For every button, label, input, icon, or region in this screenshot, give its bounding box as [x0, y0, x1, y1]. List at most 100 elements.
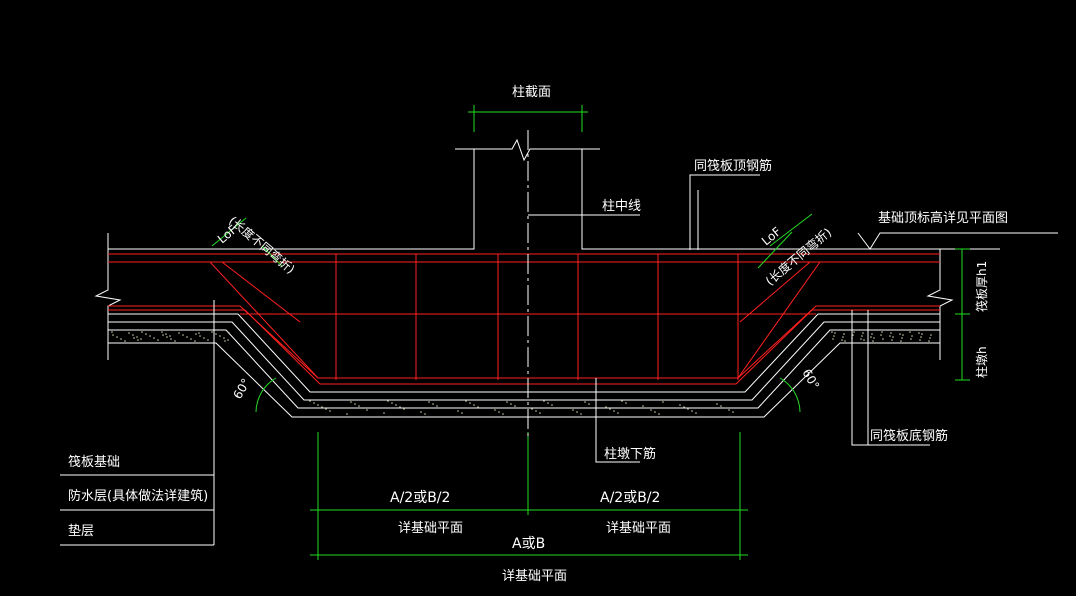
hatch-dot	[658, 413, 660, 415]
hatch-dot	[852, 334, 854, 336]
hatch-dot	[613, 410, 615, 412]
legend-cushion-layer: 垫层	[68, 523, 94, 539]
hatch-dot	[902, 334, 904, 336]
hatch-dot	[133, 337, 135, 339]
hatch-dot	[543, 400, 545, 402]
hatch-dot	[465, 400, 467, 402]
hatch-dot	[831, 331, 833, 333]
hatch-dot	[424, 413, 426, 415]
hatch-dot	[420, 411, 422, 413]
hatch-dot	[494, 409, 496, 411]
hatch-dot	[120, 338, 122, 340]
hatch-dot	[145, 333, 147, 335]
hatch-dot	[609, 408, 611, 410]
hatch-dot	[224, 340, 226, 342]
hatch-dot	[882, 338, 884, 340]
legend-waterproof-layer: 防水层(具体做法详建筑)	[68, 488, 208, 504]
hatch-dot	[724, 407, 726, 409]
hatch-dot	[477, 406, 479, 408]
hatch-dot	[588, 403, 590, 405]
hatch-dot	[190, 338, 192, 340]
hatch-dot	[531, 408, 533, 410]
hatch-dot	[580, 413, 582, 415]
hatch-dot	[683, 406, 685, 408]
hatch-dot	[215, 333, 217, 335]
dim-ref-full: 详基础平面	[502, 569, 567, 584]
hatch-dot	[695, 412, 697, 414]
hatch-dot	[194, 340, 196, 342]
hatch-dot	[403, 408, 405, 410]
hatch-dot	[716, 403, 718, 405]
hatch-dot	[899, 333, 901, 335]
hatch-dot	[911, 335, 913, 337]
dim-half-right: A/2或B/2	[600, 490, 660, 506]
hatch-dot	[132, 334, 134, 336]
hatch-dot	[871, 333, 873, 335]
hatch-dot	[834, 332, 836, 334]
hatch-dot	[732, 411, 734, 413]
hatch-dot	[919, 339, 921, 341]
hatch-dot	[621, 400, 623, 402]
hatch-dot	[195, 333, 197, 335]
hatch-dot	[309, 400, 311, 402]
dim-ref-left: 详基础平面	[398, 521, 463, 536]
hatch-dot	[720, 405, 722, 407]
hatch-dot	[317, 404, 319, 406]
hatch-dot	[842, 336, 844, 338]
dimensions	[211, 105, 970, 560]
hatch-dot	[691, 410, 693, 412]
hatch-dot	[863, 339, 865, 341]
foundation-top-elevation-label: 基础顶标高详见平面图	[878, 210, 1008, 226]
pad-hatch	[111, 331, 932, 415]
hatch-dot	[137, 339, 139, 341]
hatch-dot	[162, 334, 164, 336]
hatch-dot	[207, 339, 209, 341]
dim-full: A或B	[512, 536, 545, 552]
hatch-dot	[350, 401, 352, 403]
dim-half-left: A/2或B/2	[390, 490, 450, 506]
hatch-dot	[362, 407, 364, 409]
hatch-dot	[366, 409, 368, 411]
hatch-dot	[141, 331, 143, 333]
hatch-dot	[844, 340, 846, 342]
hatch-dot	[440, 407, 442, 409]
hatch-dot	[461, 412, 463, 414]
hatch-dot	[223, 337, 225, 339]
hatch-dot	[547, 402, 549, 404]
hatch-dot	[928, 340, 930, 342]
hatch-dot	[383, 412, 385, 414]
hatch-dot	[432, 403, 434, 405]
hatch-dot	[227, 339, 229, 341]
hatch-dot	[862, 332, 864, 334]
legend-raft-foundation: 筏板基础	[68, 454, 120, 470]
hatch-dot	[170, 338, 172, 340]
hatch-dot	[662, 401, 664, 403]
hatch-dot	[605, 406, 607, 408]
hatch-dot	[436, 405, 438, 407]
column-center-label: 柱中线	[602, 199, 641, 214]
hatch-dot	[182, 334, 184, 336]
hatch-dot	[203, 337, 205, 339]
hatch-dot	[469, 402, 471, 404]
hatch-dot	[354, 403, 356, 405]
hatch-dot	[539, 412, 541, 414]
hatch-dot	[506, 401, 508, 403]
hatch-dot	[457, 410, 459, 412]
hatch-dot	[498, 411, 500, 413]
hatch-dot	[140, 338, 142, 340]
hatch-dot	[890, 332, 892, 334]
hatch-dot	[116, 336, 118, 338]
hatch-dot	[650, 409, 652, 411]
hatch-dot	[169, 335, 171, 337]
hatch-dot	[909, 331, 911, 333]
hatch-dot	[165, 333, 167, 335]
hatch-dot	[891, 339, 893, 341]
hatch-dot	[617, 412, 619, 414]
hatch-dot	[889, 335, 891, 337]
hatch-dot	[149, 335, 151, 337]
hatch-dot	[178, 332, 180, 334]
angle-left-label: 60°	[230, 376, 253, 401]
hatch-dot	[833, 335, 835, 337]
dim-ref-right: 详基础平面	[606, 521, 671, 536]
hatch-dot	[881, 331, 883, 333]
